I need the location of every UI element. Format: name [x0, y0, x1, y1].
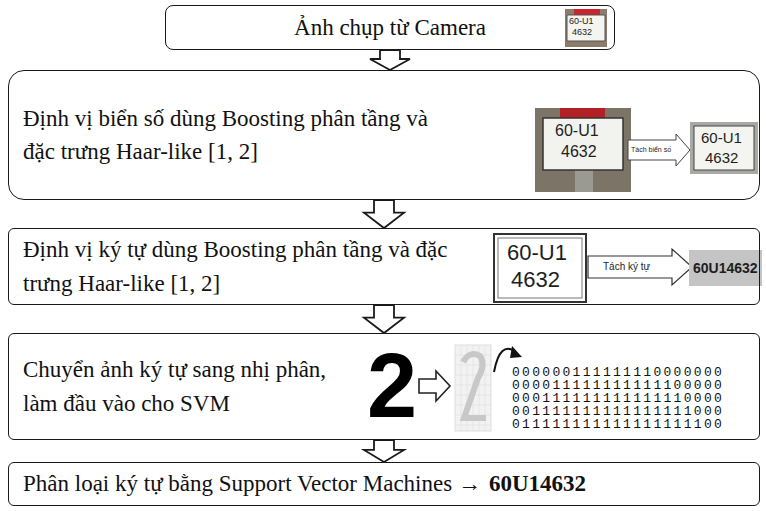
- binary-row: 011111111111111111100: [512, 418, 724, 431]
- plate-text: 4632: [572, 28, 592, 37]
- plate-text: 4632: [705, 150, 738, 165]
- step-text: Phân loại ký tự bằng Support Vector Mach…: [23, 467, 481, 500]
- process-box: Phân loại ký tự bằng Support Vector Mach…: [8, 462, 760, 506]
- step-text: Ảnh chụp từ Camera: [294, 11, 486, 44]
- plate-text: 4632: [511, 269, 560, 291]
- binary-row: 000000111111110000000: [512, 366, 724, 379]
- block-arrow: [364, 305, 404, 333]
- result-text: 60U14632: [489, 467, 586, 500]
- plate-text: 60-U1: [555, 123, 599, 139]
- process-box: Định vị biển số dùng Boosting phân tầng …: [8, 70, 760, 200]
- binary-row: 000111111111111110000: [512, 392, 724, 405]
- split-arrow: [588, 249, 692, 285]
- block-arrow: [370, 50, 410, 70]
- binary-image: [455, 345, 491, 431]
- step-text: Định vị ký tự dùng Boosting phân tầng và…: [23, 233, 458, 300]
- block-arrow: [364, 200, 404, 228]
- camera-photo: [565, 9, 607, 47]
- binary-row: 001111111111111111000: [512, 405, 724, 418]
- digit-glyph: 2: [367, 341, 417, 431]
- cropped-plate: [690, 122, 758, 174]
- plate-text: 60-U1: [507, 242, 567, 264]
- characters-text: 60U14632: [693, 261, 758, 275]
- plate-text: 60-U1: [569, 17, 594, 26]
- characters-strip: [689, 250, 762, 286]
- plate-image: [494, 234, 586, 302]
- binary-row: 000011111111111100000: [512, 379, 724, 392]
- plate-text: Tách biển số: [631, 146, 671, 153]
- plate-text: Tách ký tự: [603, 262, 650, 272]
- plate-text: 4632: [561, 144, 597, 160]
- convert-arrow: [419, 371, 450, 401]
- step-text: Định vị biển số dùng Boosting phân tầng …: [23, 102, 458, 169]
- step-text: Chuyển ảnh ký tự sang nhị phân, làm đầu …: [23, 353, 333, 420]
- text-row: Phân loại ký tự bằng Support Vector Mach…: [23, 467, 586, 500]
- plate-text: 60-U1: [701, 130, 742, 145]
- crop-arrow: [628, 134, 690, 166]
- block-arrow: [364, 440, 404, 462]
- plate-photo: [535, 108, 631, 192]
- process-box: Ảnh chụp từ Camera: [165, 5, 615, 50]
